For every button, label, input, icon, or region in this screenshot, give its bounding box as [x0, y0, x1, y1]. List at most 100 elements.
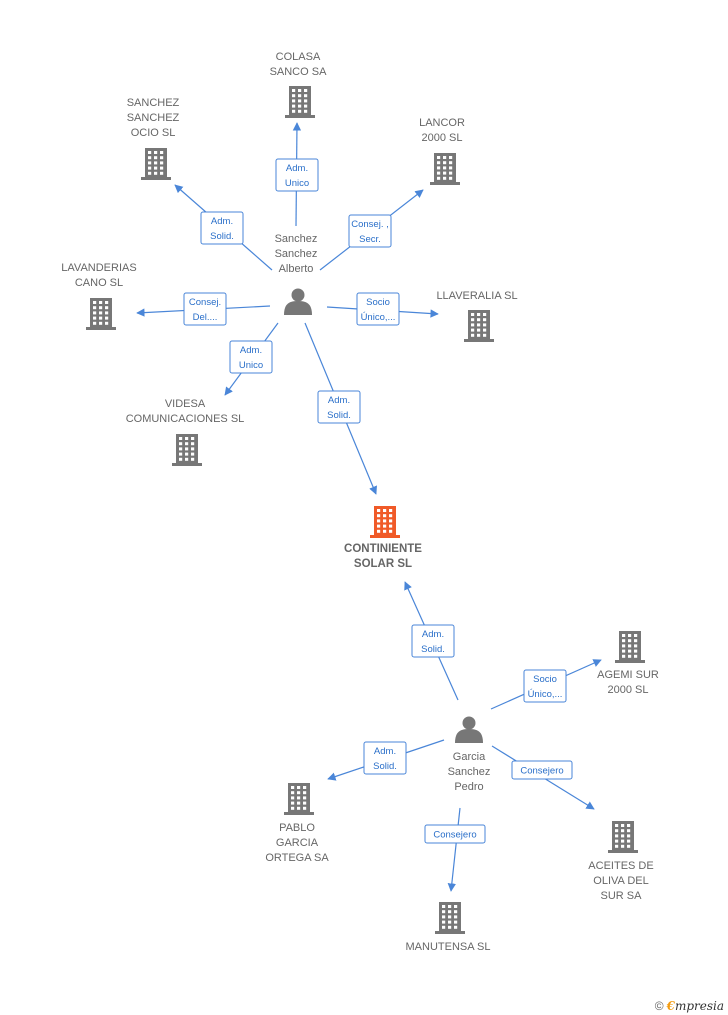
edge-label-text: Secr. — [359, 234, 381, 245]
edge-label-text: Unico — [239, 360, 263, 371]
node-label-line: Pedro — [454, 781, 483, 793]
edge-p1-continente: Adm. Solid. — [304, 322, 377, 495]
edge-label-text: Unico — [285, 178, 309, 189]
node-label-line: SUR SA — [601, 890, 643, 902]
node-label-line: LANCOR — [419, 117, 465, 129]
node-label-line: MANUTENSA SL — [406, 941, 491, 953]
company-label-agemi: AGEMI SUR 2000 SL — [597, 669, 659, 696]
building-icon[interactable] — [435, 902, 465, 934]
building-icon[interactable] — [608, 821, 638, 853]
node-label-line: ACEITES DE — [588, 860, 653, 872]
building-icon[interactable] — [615, 631, 645, 663]
node-label-line: Garcia — [453, 751, 486, 763]
company-label-sso: SANCHEZ SANCHEZ OCIO SL — [127, 97, 180, 139]
building-icon[interactable] — [172, 434, 202, 466]
edge-label-text: Solid. — [373, 761, 397, 772]
building-icon-main[interactable] — [370, 506, 400, 538]
company-label-lancor: LANCOR 2000 SL — [419, 117, 465, 144]
node-label-line: AGEMI SUR — [597, 669, 659, 681]
footer: ©€mpresia — [655, 999, 724, 1013]
edge-p2-pablo: Adm.Solid. — [327, 739, 445, 781]
node-label-line: CANO SL — [75, 277, 123, 289]
building-icon[interactable] — [430, 153, 460, 185]
nodes-layer: COLASA SANCO SA SANCHEZ SANCHEZ OCIO SL LANCO… — [61, 51, 659, 953]
edge-label-box[interactable] — [424, 824, 486, 844]
edge-arrow — [447, 807, 461, 892]
edge-label-box[interactable] — [317, 390, 361, 424]
person-icon[interactable] — [284, 288, 312, 316]
node-label-line: Sanchez — [448, 766, 491, 778]
company-label-main: CONTINIENTE SOLAR SL — [344, 543, 422, 570]
person-icon[interactable] — [455, 716, 483, 744]
edge-label-box[interactable] — [363, 741, 407, 775]
edge-p1-colasa: Adm. Unico — [275, 122, 319, 227]
edge-label-text: Único,... — [528, 689, 563, 700]
node-label-line: OLIVA DEL — [593, 875, 648, 887]
edge-p1-videsa: Adm. Unico — [224, 322, 279, 396]
edge-label-text: Socio — [366, 297, 390, 308]
edge-label-text: Adm. — [328, 395, 350, 406]
edge-label-text: Consejero — [520, 766, 563, 777]
edge-label-box[interactable] — [200, 211, 244, 245]
edge-p1-lavanderias: Consej. Del.... — [136, 292, 271, 326]
edge-label-text: Adm. — [422, 629, 444, 640]
brand-initial: € — [666, 999, 675, 1013]
node-label-line: SOLAR SL — [354, 558, 412, 570]
edge-label-text: Del.... — [193, 312, 218, 323]
company-label-llaveralia: LLAVERALIA SL — [436, 290, 517, 302]
edge-label-text: Socio — [533, 674, 557, 685]
building-icon[interactable] — [285, 86, 315, 118]
edge-label-text: Único,... — [361, 312, 396, 323]
node-label-line: COMUNICACIONES SL — [126, 413, 245, 425]
building-icon[interactable] — [141, 148, 171, 180]
node-label-line: PABLO — [279, 822, 315, 834]
edge-label-text: Adm. — [286, 163, 308, 174]
edge-p1-lancor: Consej. , Secr. — [319, 189, 424, 271]
edge-label-text: Solid. — [327, 410, 351, 421]
edge-p1-sso: Adm. Solid. — [174, 184, 273, 271]
edge-label-box[interactable] — [356, 292, 400, 326]
company-label-manutensa: MANUTENSA SL — [406, 941, 491, 953]
node-label-line: CONTINIENTE — [344, 543, 422, 555]
brand-name: mpresia — [674, 999, 724, 1013]
edge-label-text: Solid. — [210, 231, 234, 242]
edge-p2-agemi: SocioÚnico,... — [490, 659, 602, 710]
node-label-line: SANCO SA — [270, 66, 328, 78]
edge-label-box[interactable] — [511, 760, 573, 780]
edge-label-text: Adm. — [211, 216, 233, 227]
node-label-line: LLAVERALIA SL — [436, 290, 517, 302]
node-label-line: Sanchez — [275, 248, 318, 260]
edge-label-box[interactable] — [183, 292, 227, 326]
edge-p2-aceites: Consejero — [491, 745, 595, 810]
edge-label-box[interactable] — [411, 624, 455, 658]
building-icon[interactable] — [86, 298, 116, 330]
edge-label-text: Consej. — [189, 297, 221, 308]
edge-p1-llaveralia: SocioÚnico,... — [326, 292, 439, 326]
building-icon[interactable] — [284, 783, 314, 815]
edge-label-box[interactable] — [275, 158, 319, 192]
edge-label-text: Adm. — [240, 345, 262, 356]
node-label-line: SANCHEZ — [127, 112, 180, 124]
node-label-line: COLASA — [276, 51, 321, 63]
node-label-line: GARCIA — [276, 837, 319, 849]
node-label-line: SANCHEZ — [127, 97, 180, 109]
edge-label-box[interactable] — [229, 340, 273, 374]
edge-label-text: Consejero — [433, 830, 476, 841]
node-label-line: 2000 SL — [608, 684, 649, 696]
edge-p2-manutensa: Consejero — [424, 807, 486, 892]
building-icon[interactable] — [464, 310, 494, 342]
edge-p2-continente: Adm. Solid. — [404, 581, 459, 701]
edge-label-box[interactable] — [348, 214, 392, 248]
edge-label-text: Consej. , — [351, 219, 389, 230]
copyright-mark: © — [654, 999, 664, 1013]
company-label-colasa: COLASA SANCO SA — [270, 51, 328, 78]
node-label-line: 2000 SL — [422, 132, 463, 144]
edge-label-text: Solid. — [421, 644, 445, 655]
edge-label-box[interactable] — [523, 669, 567, 703]
node-label-line: OCIO SL — [131, 127, 176, 139]
